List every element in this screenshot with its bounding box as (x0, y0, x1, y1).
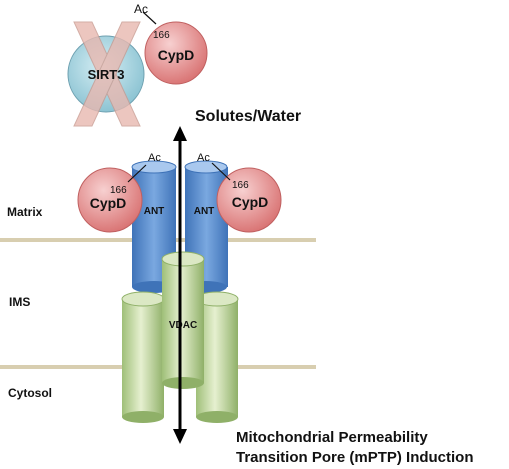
residue-label-right: 166 (232, 180, 249, 191)
cypd-label-right: CypD (232, 194, 269, 210)
acetyl-label-right: Ac (197, 152, 210, 164)
acetyl-bond-right (211, 162, 231, 181)
caption-line-2: Transition Pore (mPTP) Induction (236, 449, 474, 466)
caption-line-1: Mitochondrial Permeability (236, 429, 428, 446)
double-arrow-icon (173, 126, 187, 444)
vdac-left (121, 291, 165, 423)
sirt3-label: SIRT3 (88, 67, 125, 82)
cypd-label-top: CypD (158, 47, 195, 63)
cypd-circle-right (216, 167, 282, 233)
matrix-label: Matrix (7, 205, 43, 219)
cypd-left: Ac 166 CypD (77, 152, 161, 233)
ims-label: IMS (9, 295, 30, 309)
ant-label-right: ANT (194, 206, 215, 217)
ant-label-left: ANT (144, 206, 165, 217)
cypd-circle-top (144, 21, 208, 85)
acetyl-bond-left (127, 164, 147, 183)
acetyl-label-left: Ac (148, 152, 161, 164)
cypd-circle-left (77, 167, 143, 233)
cytosol-label: Cytosol (8, 386, 52, 400)
cypd-right: Ac 166 CypD (197, 152, 282, 233)
cypd-label-left: CypD (90, 195, 127, 211)
acetyl-bond-top (142, 11, 157, 25)
solutes-label: Solutes/Water (195, 108, 301, 125)
residue-label-left: 166 (110, 185, 127, 196)
cross-mark-icon (73, 21, 141, 127)
residue-label-top: 166 (153, 30, 170, 41)
acetyl-label-top: Ac (134, 2, 148, 16)
cypd-top: Ac 166 CypD (134, 2, 208, 85)
sirt3-group: SIRT3 (67, 21, 145, 127)
vdac-label: VDAC (169, 320, 197, 331)
vdac-center: VDAC (161, 251, 205, 389)
